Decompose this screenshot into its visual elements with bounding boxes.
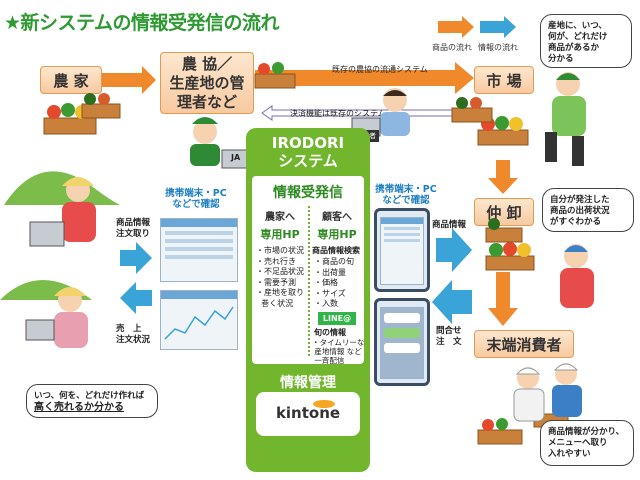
mobile-pc-left-label: 携帯端末・PC などで確認: [165, 188, 227, 210]
crate-farmer: [43, 93, 121, 135]
farmer-to-ja-arrow: [102, 66, 156, 94]
system-to-wholesaler-info-arrow: [436, 228, 472, 272]
consumer-node: 末端消費者: [474, 330, 574, 358]
farmer-hp-screenshot-top: [160, 218, 238, 282]
seasonal-info-title: 旬の情報: [314, 328, 346, 337]
customer-info-item: ・入数: [314, 299, 338, 308]
customer-info-item: ・商品の旬: [314, 257, 354, 266]
existing-distribution-label: 既存の農協の流通システム: [332, 65, 428, 74]
market-speech-bubble: 産地に、いつ、 何が、どれだけ 商品があるか 分かる: [540, 14, 632, 68]
farmer-speech-bubble: いつ、何を、どれだけ作れば 高く売れるか分かる: [26, 384, 158, 418]
page-title: ★新システムの情報受発信の流れ: [4, 12, 279, 34]
customer-phone-top: [374, 208, 430, 292]
to-customers-label: 顧客へ: [322, 212, 352, 223]
customer-info-list: ・商品の旬 ・出荷量 ・価格 ・サイズ ・入数: [314, 257, 354, 310]
farmer-hp-screenshot-bottom: [160, 290, 238, 350]
goods-flow-legend-arrow: [438, 16, 474, 38]
line-badge: LINE@: [318, 312, 356, 325]
market-to-wholesaler-arrow: [488, 160, 518, 194]
info-send-receive-heading: 情報受発信: [273, 185, 343, 201]
farmer-info-item: 巻く状況: [256, 298, 294, 308]
settlement-label: 決済機能は既存のシステム: [290, 109, 386, 118]
seasonal-info-item: 産地情報 など: [312, 347, 362, 356]
farmer-info-item: ・市場の状況: [256, 246, 304, 255]
seasonal-info-list: ・タイムリーな 産地情報 など 一斉配信: [312, 338, 364, 365]
product-info-label: 商品情報: [432, 220, 467, 230]
consumer-people: [513, 363, 582, 422]
system-title: IRODORI システム: [271, 134, 345, 170]
farmer-woman-bottom: [25, 287, 88, 348]
customer-info-item: ・価格: [314, 278, 338, 287]
ja-badge: JA: [231, 153, 241, 162]
consumer-to-system-info-arrow: [432, 280, 472, 324]
market-node: 市 場: [474, 66, 534, 94]
farmer-bubble-emphasis: 高く売れるか分かる: [34, 402, 124, 413]
customer-phone-bottom: [374, 298, 430, 386]
system-to-farmer-info-arrow: [120, 282, 152, 314]
farmer-info-item: ・産地を取り: [256, 288, 304, 297]
info-divider: [308, 206, 310, 356]
wholesaler-node: 仲 卸: [474, 198, 534, 226]
info-management-heading: 情報管理: [280, 375, 336, 391]
kintone-logo-text: kintone: [275, 404, 341, 422]
ja-node: 農 協／ 生産地の管 理者など: [160, 52, 254, 114]
info-flow-legend-label: 情報の流れ: [478, 43, 518, 52]
farmer-to-system-info-arrow: [120, 242, 152, 274]
product-search-label: 商品情報検索: [312, 246, 360, 255]
kintone-cloud-icon: [313, 400, 335, 408]
inquiry-order-label: 問合せ 注 文: [436, 326, 462, 347]
product-order-label: 商品情報 注文取り: [116, 218, 151, 239]
wholesaler-speech-bubble: 自分が発注した 商品の出荷状況 がすぐわかる: [542, 188, 634, 232]
sales-order-label: 売 上 注文状況: [116, 324, 151, 345]
farmer-info-item: ・売れ行き: [256, 256, 296, 266]
goods-flow-legend-label: 商品の流れ: [432, 43, 472, 52]
market-person: [545, 72, 586, 166]
mobile-pc-right-label: 携帯端末・PC などで確認: [375, 184, 437, 206]
seasonal-info-item: ・タイムリーな: [312, 338, 365, 347]
farmer-info-list: ・市場の状況 ・売れ行き ・不足品状況 ・需要予測 ・産地を取り 巻く状況: [256, 246, 304, 309]
info-flow-legend-arrow: [480, 16, 516, 38]
farmer-node: 農 家: [40, 66, 102, 94]
consumer-speech-bubble: 商品情報が分かり、 メニューへ取り 入れやすい: [540, 420, 634, 466]
farmer-hp-label: 専用HP: [260, 228, 300, 241]
farmer-bubble-line1: いつ、何を、どれだけ作れば: [34, 391, 145, 401]
customer-hp-label: 専用HP: [317, 228, 357, 241]
crate-market: [451, 97, 529, 146]
customer-info-item: ・出荷量: [314, 267, 346, 277]
farmer-woman-top: [29, 177, 96, 247]
seasonal-info-item: 一斉配信: [312, 356, 345, 365]
wholesaler-to-consumer-arrow: [488, 272, 518, 326]
farmer-info-item: ・需要予測: [256, 277, 296, 287]
customer-info-item: ・サイズ: [314, 288, 346, 298]
farmer-info-item: ・不足品状況: [256, 267, 304, 276]
crate-ja: [254, 62, 296, 89]
to-farmers-label: 農家へ: [265, 212, 295, 223]
wholesaler-person: [560, 244, 594, 308]
kintone-panel: [256, 392, 360, 436]
